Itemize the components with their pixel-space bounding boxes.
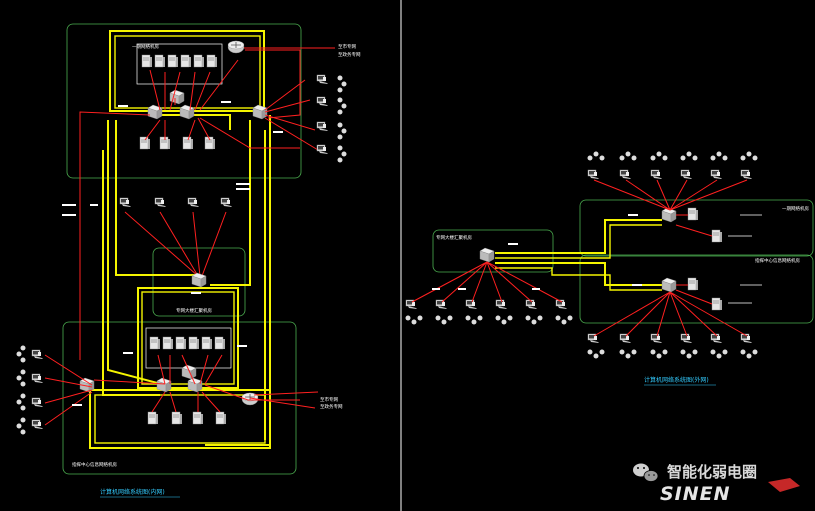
bottom-building-label: 指挥中心信息网络机房 xyxy=(755,257,800,264)
server-icon xyxy=(175,336,187,350)
workstation-icon xyxy=(740,169,753,180)
switch-icon xyxy=(147,104,163,120)
workstation-icon xyxy=(587,169,600,180)
intranet-caption: 计算机网络系统图(内网) xyxy=(100,488,165,496)
router-icon xyxy=(227,40,245,54)
server-icon xyxy=(139,136,151,150)
workstation-icon xyxy=(31,397,44,408)
server-icon xyxy=(171,411,183,425)
brand-name-cn: 智能化弱电圈 xyxy=(667,463,757,481)
workstation-icon xyxy=(316,96,329,107)
wechat-icon xyxy=(633,463,659,482)
server-icon xyxy=(149,336,161,350)
external-link-label: 至市专网 xyxy=(320,396,338,403)
workstation-icon xyxy=(680,169,693,180)
workstation-icon xyxy=(587,333,600,344)
top-building-zone xyxy=(66,23,302,179)
convergence-zone xyxy=(152,247,246,317)
server-icon xyxy=(193,54,205,68)
top-building-zone xyxy=(579,199,814,257)
switch-icon xyxy=(187,377,203,393)
workstation-icon xyxy=(465,299,478,310)
switch-icon xyxy=(181,364,197,380)
intranet-diagram: 一期网络机房 至市专网 至政务专网 xyxy=(16,23,361,498)
server-icon xyxy=(147,411,159,425)
workstation-icon xyxy=(316,74,329,85)
workstation-icon xyxy=(220,197,233,208)
workstation-icon xyxy=(650,333,663,344)
external-link-label: 至政务专网 xyxy=(338,51,361,58)
workstation-icon xyxy=(31,419,44,430)
switch-icon xyxy=(179,104,195,120)
workstation-icon xyxy=(650,169,663,180)
workstation-icon xyxy=(119,197,132,208)
switch-icon xyxy=(252,104,268,120)
server-icon xyxy=(215,411,227,425)
workstation-icon xyxy=(316,121,329,132)
workstation-icon xyxy=(316,144,329,155)
server-icon xyxy=(711,229,723,243)
bottom-building-label: 指挥中心信息网络机房 xyxy=(72,461,117,468)
server-icon xyxy=(687,207,699,221)
workstation-icon xyxy=(710,169,723,180)
server-icon xyxy=(214,336,226,350)
brand-watermark: 智能化弱电圈 SINEN xyxy=(633,463,800,505)
server-icon xyxy=(154,54,166,68)
brand-name-en: SINEN xyxy=(660,483,731,505)
workstation-icon xyxy=(31,349,44,360)
workstation-icon xyxy=(619,169,632,180)
server-icon xyxy=(206,54,218,68)
top-building-label: 一期网络机房 xyxy=(782,205,809,212)
server-icon xyxy=(204,136,216,150)
workstation-icon xyxy=(619,333,632,344)
external-link-label: 至市专网 xyxy=(338,43,356,50)
server-icon xyxy=(192,411,204,425)
server-icon xyxy=(201,336,213,350)
brand-logo-mark xyxy=(768,478,800,492)
server-icon xyxy=(687,277,699,291)
workstation-icon xyxy=(154,197,167,208)
workstation-icon xyxy=(435,299,448,310)
workstation-icon xyxy=(187,197,200,208)
server-icon xyxy=(141,54,153,68)
workstation-icon xyxy=(405,299,418,310)
external-link-label: 至政务专网 xyxy=(320,403,343,410)
switch-icon xyxy=(191,272,207,288)
server-icon xyxy=(188,336,200,350)
extranet-diagram: 专网大楼汇聚机房 一期网络机房 指挥中心信息网络机房 xyxy=(405,151,814,386)
server-icon xyxy=(180,54,192,68)
convergence-zone xyxy=(432,229,554,273)
switch-icon xyxy=(661,277,677,293)
convergence-label: 专网大楼汇聚机房 xyxy=(436,234,472,241)
switch-icon xyxy=(479,247,495,263)
server-icon xyxy=(711,297,723,311)
server-icon xyxy=(167,54,179,68)
workstation-icon xyxy=(31,373,44,384)
convergence-label: 专网大楼汇聚机房 xyxy=(176,307,212,314)
top-building-label: 一期网络机房 xyxy=(132,43,159,50)
server-icon xyxy=(162,336,174,350)
bottom-building-zone xyxy=(579,254,814,324)
extranet-caption: 计算机网络系统图(外网) xyxy=(644,376,709,384)
